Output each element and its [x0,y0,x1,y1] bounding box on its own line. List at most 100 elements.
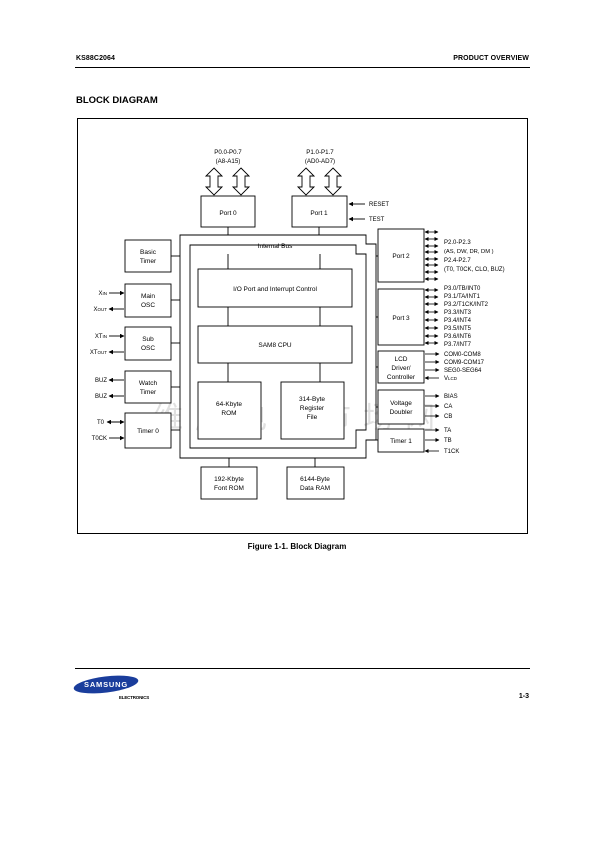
port1-label: Port 1 [310,210,328,217]
main-osc-block [124,283,172,318]
io-port-block [197,268,353,308]
timer0-block [124,412,172,449]
internal-bus-label: Internal Bus [258,243,293,250]
samsung-logo: SAMSUNG [73,675,139,694]
section-title: BLOCK DIAGRAM [76,95,158,106]
port0-block [200,195,256,228]
t0-label: T0 [97,420,105,426]
basic-timer-label-2: Timer [140,258,157,265]
port3-label: Port 3 [392,315,410,322]
port3-pin-1: P3.1/TA/INT1 [444,294,481,300]
timer1-pin-0: TA [444,428,451,434]
figure-frame [77,118,528,534]
port3-block [377,288,425,346]
port2-label: Port 2 [392,253,410,260]
samsung-logo-text: SAMSUNG [84,680,128,689]
port3-pin-7: P3.7/INT7 [444,342,472,348]
watch-timer-block [124,370,172,404]
font-rom-label-2: Font ROM [214,485,244,492]
lcd-pin-0: COM0-COM8 [444,352,481,358]
rom-label-2: ROM [221,410,236,417]
buz-label-1: BUZ [95,378,107,384]
port0-pins-2: (A8-A15) [216,158,241,165]
cpu-label: SAM8 CPU [258,342,292,349]
header-section: PRODUCT OVERVIEW [453,55,529,62]
port0-label: Port 0 [219,210,237,217]
port2-block [377,228,425,283]
watch-timer-label-2: Timer [140,389,157,396]
port1-pins-1: P1.0-P1.7 [306,149,334,156]
cpu-block [197,325,353,364]
vlcd-label: VLCD [444,376,458,382]
port0-pins-1: P0.0-P0.7 [214,149,242,156]
timer1-pin-2: T1CK [444,449,459,455]
page-number: 1-3 [518,693,529,700]
buz-label-2: BUZ [95,394,107,400]
header-part-number: KS88C2064 [76,55,116,62]
sub-osc-label-2: OSC [141,345,155,352]
voltage-pin-2: CB [444,414,452,420]
header-rule [75,67,530,68]
port3-pin-0: P3.0/TB/INT0 [444,286,481,292]
register-file-label-1: 314-Byte [299,396,325,403]
port3-pin-arrows [424,288,439,345]
port2-pins-1: P2.0-P2.3 [444,240,471,246]
rom-block [197,381,262,440]
port2-pins-2: (AS, DW, DR, DM ) [444,249,494,255]
port1-pins-2: (AD0-AD7) [305,158,335,165]
timer1-block [377,428,425,453]
font-rom-block [200,466,258,500]
voltage-doubler-label-2: Doubler [390,409,414,416]
lcd-pin-2: SEG0-SEG64 [444,368,482,374]
io-port-label: I/O Port and Interrupt Control [233,286,317,293]
brand-sub: ELECTRONICS [119,695,150,700]
lcd-label-1: LCD [394,356,407,363]
lcd-label-2: Driver/ [391,365,410,372]
rom-label-1: 64-Kbyte [216,401,242,408]
voltage-doubler-block [377,389,425,425]
voltage-doubler-label-1: Voltage [390,400,412,407]
main-osc-label-2: OSC [141,302,155,309]
port2-pin-arrows [424,230,439,281]
xout-label: XOUT [93,307,107,313]
timer1-pin-1: TB [444,438,452,444]
data-ram-block [286,466,345,500]
port3-pin-5: P3.5/INT5 [444,326,472,332]
register-file-block [280,381,345,440]
t0ck-label: T0CK [92,436,107,442]
port0-bus-arrows [204,167,251,196]
port3-pin-6: P3.6/INT6 [444,334,472,340]
port1-block [291,195,348,228]
register-file-label-3: File [307,414,318,421]
data-ram-label-2: Data RAM [300,485,330,492]
port2-pins-4: (T0, T0CK, CLO, BUZ) [444,267,505,273]
basic-timer-label-1: Basic [140,249,157,256]
lcd-pin-1: COM9-COM17 [444,360,485,366]
main-osc-label-1: Main [141,293,155,300]
data-ram-label-1: 6144-Byte [300,476,330,483]
lcd-label-3: Controller [387,374,416,381]
voltage-pin-1: CA [444,404,452,410]
xtin-label: XTIN [95,334,107,340]
timer0-label: Timer 0 [137,428,159,435]
sub-osc-label-1: Sub [142,336,154,343]
voltage-pin-0: BIAS [444,394,458,400]
watch-timer-label-1: Watch [139,380,158,387]
port2-pins-3: P2.4-P2.7 [444,258,471,264]
xin-label: XIN [98,291,107,297]
test-label: TEST [369,217,385,223]
xtout-label: XTOUT [90,350,107,356]
sub-osc-block [124,326,172,361]
footer-rule [75,668,530,669]
port3-pin-3: P3.3/INT3 [444,310,472,316]
port1-bus-arrows [296,167,343,196]
figure-caption: Figure 1-1. Block Diagram [247,542,347,551]
basic-timer-block [124,239,172,273]
port3-pin-2: P3.2/T1CK/INT2 [444,302,489,308]
font-rom-label-1: 192-Kbyte [214,476,244,483]
reset-label: RESET [369,202,389,208]
timer1-label: Timer 1 [390,438,412,445]
register-file-label-2: Register [300,405,325,412]
port3-pin-4: P3.4/INT4 [444,318,472,324]
